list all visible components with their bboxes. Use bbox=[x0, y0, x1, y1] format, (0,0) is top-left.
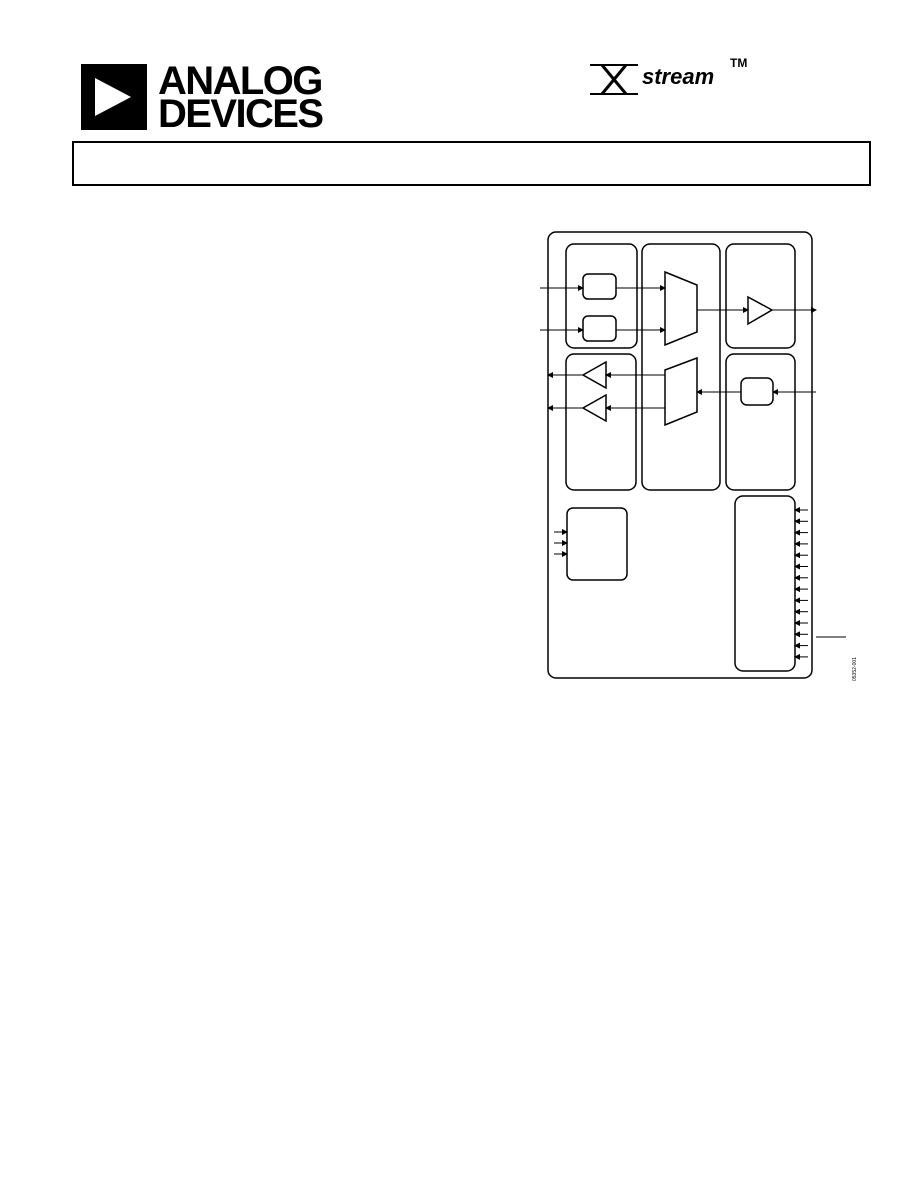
title-box bbox=[72, 141, 871, 186]
brand-line-2: DEVICES bbox=[158, 92, 324, 136]
block-mid-right bbox=[725, 353, 796, 491]
buffer-left-2 bbox=[581, 393, 607, 423]
block-top-left bbox=[565, 243, 638, 349]
block-bottom-left bbox=[566, 507, 628, 581]
small-box-3 bbox=[740, 377, 774, 406]
buffer-left-1 bbox=[581, 360, 607, 390]
product-family: stream bbox=[642, 64, 715, 89]
xstream-x-icon bbox=[590, 64, 638, 95]
small-box-1 bbox=[582, 273, 617, 300]
block-top-right bbox=[725, 243, 796, 349]
block-centre bbox=[641, 243, 721, 491]
analog-devices-logo-icon bbox=[81, 64, 147, 130]
figure-code: 05352-001 bbox=[852, 657, 858, 681]
outer-frame bbox=[547, 231, 813, 679]
block-mid-left bbox=[565, 353, 637, 491]
trademark: TM bbox=[730, 56, 748, 70]
block-bottom-right bbox=[734, 495, 796, 672]
brand-line-1: ANALOG bbox=[158, 59, 323, 103]
buffer-out bbox=[747, 295, 774, 326]
mux-bottom bbox=[664, 356, 698, 427]
small-box-2 bbox=[582, 315, 617, 342]
functional-block-diagram bbox=[540, 231, 846, 679]
mux-top bbox=[664, 270, 698, 347]
